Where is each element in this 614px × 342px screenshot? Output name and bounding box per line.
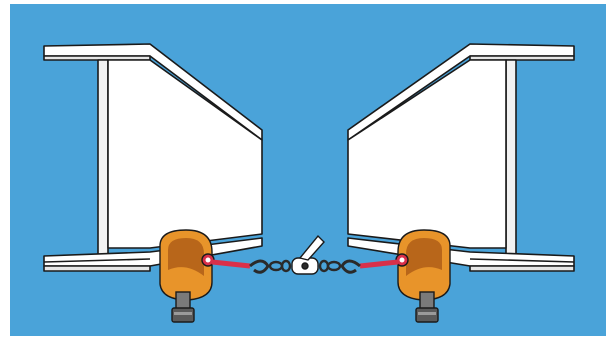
beam-clamp-illustration (0, 0, 614, 342)
